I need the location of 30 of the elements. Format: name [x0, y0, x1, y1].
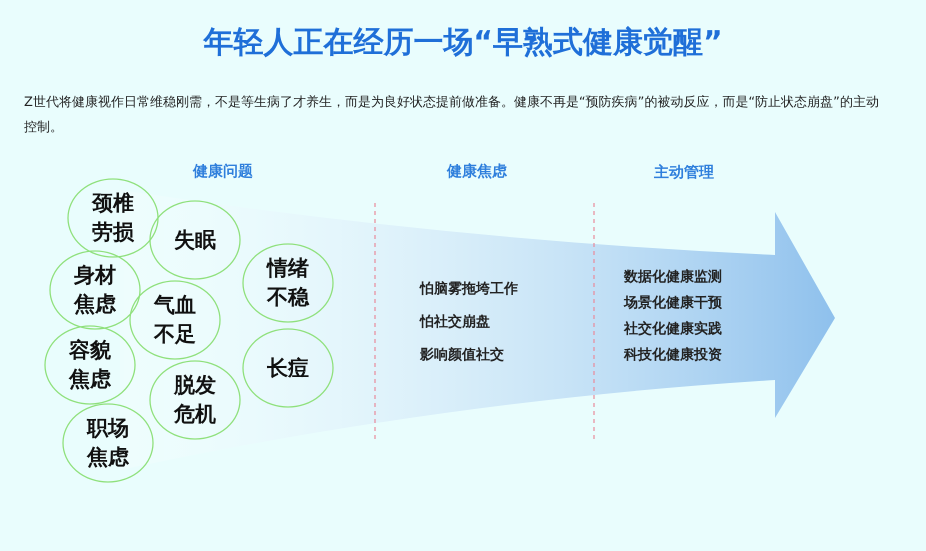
node-text: 长痘 [266, 354, 310, 382]
node-text: 颈椎劳损 [90, 190, 135, 246]
node-text: 气血不足 [152, 292, 197, 348]
node-text: 容貌焦虑 [68, 337, 112, 393]
list-item: 科技化健康投资 [624, 346, 722, 364]
circle-node [149, 360, 241, 440]
circle-node [129, 280, 221, 360]
circle-node [44, 325, 136, 405]
circle-node [149, 200, 241, 280]
circle-node [242, 243, 334, 323]
list-item: 数据化健康监测 [624, 268, 722, 286]
node-text: 身材焦虑 [72, 262, 117, 318]
column-heading: 健康问题 [192, 162, 254, 181]
list-item: 怕脑雾拖垮工作 [420, 280, 518, 298]
node-text: 情绪不稳 [265, 255, 310, 311]
list-item: 场景化健康干预 [624, 294, 722, 312]
list-item: 影响颜值社交 [420, 346, 504, 364]
circle-node [49, 250, 141, 330]
node-text: 脱发危机 [172, 372, 217, 428]
circle-node [62, 403, 154, 483]
circle-node [242, 328, 334, 408]
list-item: 社交化健康实践 [624, 320, 722, 338]
title: 年轻人正在经历一场“早熟式健康觉醒” [202, 24, 724, 62]
node-text: 职场焦虑 [86, 415, 130, 471]
node-text: 失眠 [173, 226, 217, 254]
list-item: 怕社交崩盘 [420, 313, 490, 331]
column-heading: 健康焦虑 [446, 162, 508, 181]
column-heading: 主动管理 [653, 163, 715, 182]
description-paragraph: Z世代将健康视作日常维稳刚需，不是等生病了才养生，而是为良好状态提前做准备。健康不再是“预防疾病”的被动反应，而是“防止状态崩盘”的主动控制。 [24, 94, 880, 137]
circle-node [67, 178, 159, 258]
